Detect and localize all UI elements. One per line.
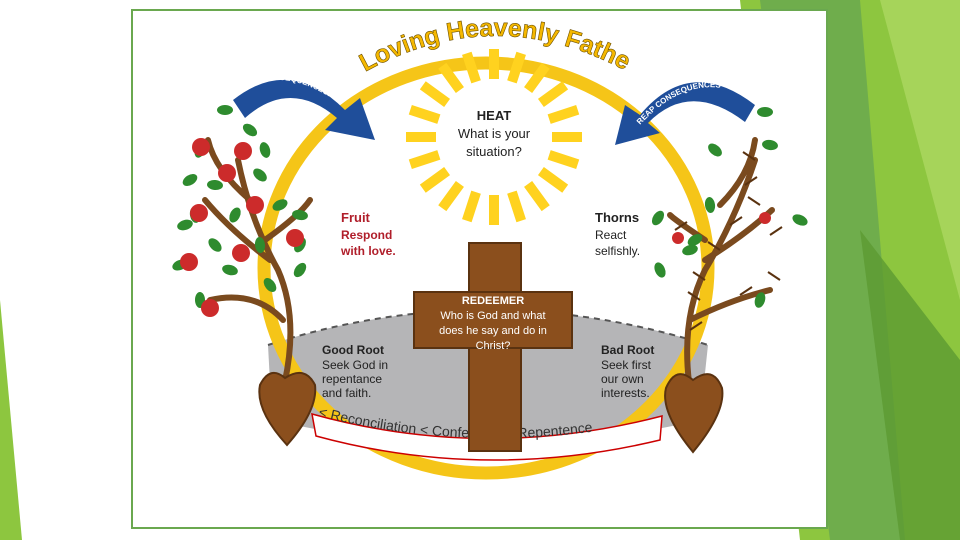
- green-accent-left: [0, 300, 22, 540]
- green-accent-right-light: [880, 0, 960, 300]
- redeemer-title: REDEEMER: [462, 295, 524, 307]
- left-heart-root: [258, 371, 317, 447]
- heat-title: HEAT: [477, 108, 511, 123]
- thorns-title: Thorns: [595, 210, 639, 225]
- heat-line2: situation?: [466, 144, 522, 159]
- redeemer-line3: Christ?: [476, 340, 511, 352]
- bad-root-line1: Seek first: [601, 358, 652, 372]
- bad-root-line2: our own: [601, 372, 644, 386]
- good-root-title: Good Root: [322, 343, 384, 357]
- right-consequence-arrow: REAP CONSEQUENCES: [615, 80, 755, 145]
- cycle-band: [311, 412, 663, 461]
- cross-icon: [413, 242, 573, 452]
- fruit-line2: with love.: [340, 244, 396, 258]
- fruit-title: Fruit: [341, 210, 371, 225]
- redeemer-line1: Who is God and what: [440, 310, 545, 322]
- heat-line1: What is your: [458, 126, 531, 141]
- fruit-tree-icon: [172, 105, 313, 393]
- fruit-line1: Respond: [341, 228, 392, 242]
- sun-icon: [406, 49, 582, 225]
- good-root-line1: Seek God in: [322, 358, 388, 372]
- green-accent-right-shadow: [860, 230, 960, 540]
- thorns-line1: React: [595, 228, 627, 242]
- bad-root-title: Bad Root: [601, 343, 654, 357]
- good-root-line2: repentance: [322, 372, 382, 386]
- good-root-line3: and faith.: [322, 386, 371, 400]
- right-heart-root: [664, 373, 724, 454]
- thorns-line2: selfishly.: [595, 244, 640, 258]
- thorn-tree-icon: [651, 107, 808, 393]
- bad-root-line3: interests.: [601, 386, 650, 400]
- redeemer-line2: does he say and do in: [439, 325, 547, 337]
